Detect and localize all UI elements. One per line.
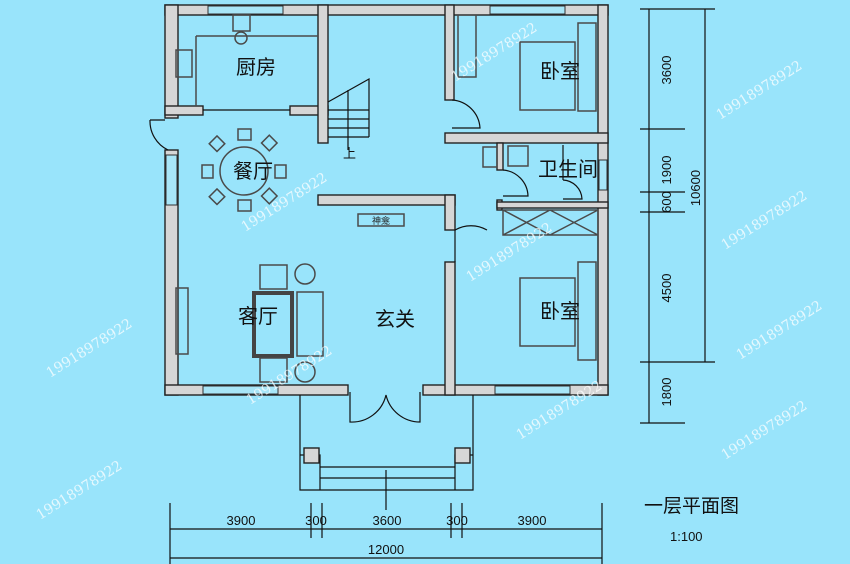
- foyer-north-wall: [317, 194, 456, 206]
- foyer-east-wall-lower: [444, 261, 456, 396]
- svg-text:19918978922: 19918978922: [719, 398, 811, 463]
- room-label-bathroom: 卫生间: [538, 157, 598, 181]
- horizontal-dimensions: 3900 300 3600 300 3900 12000: [169, 503, 603, 564]
- west-wall-upper: [164, 4, 179, 119]
- window-dining: [165, 154, 178, 206]
- bath-wall-south: [496, 201, 609, 209]
- armchair-south: [259, 357, 288, 383]
- room-label-bedroom-south: 卧室: [540, 299, 580, 323]
- drawing-scale: 1:100: [670, 529, 703, 544]
- dim-v-3: 600: [659, 191, 674, 213]
- shrine-cabinet: [357, 213, 405, 227]
- kitchen-wall-a: [164, 105, 204, 116]
- column-east: [454, 447, 471, 464]
- dim-h-4: 300: [446, 513, 468, 528]
- bed-north: [519, 41, 576, 111]
- staircase: 上: [327, 77, 370, 161]
- windows: [165, 5, 608, 395]
- svg-text:19918978922: 19918978922: [714, 58, 806, 123]
- door-main-entrance: [349, 392, 421, 423]
- watermarks: 19918978922 19918978922 19918978922 1991…: [34, 20, 826, 523]
- dining-chairs: [201, 128, 287, 212]
- dim-h-total: 12000: [368, 542, 404, 557]
- bed-south: [519, 277, 576, 347]
- stair-up-label: 上: [343, 146, 356, 161]
- corridor-wall: [444, 132, 609, 144]
- counter: [195, 35, 318, 106]
- window-bath: [598, 159, 608, 191]
- stair-wall: [317, 4, 329, 144]
- nightstands-south: [577, 261, 597, 361]
- window-living: [202, 385, 279, 395]
- shrine-label: 神龛: [372, 215, 390, 227]
- sofa: [296, 291, 324, 357]
- svg-text:19918978922: 19918978922: [719, 188, 811, 253]
- wardrobe-south: [502, 209, 599, 236]
- toilet: [507, 145, 529, 167]
- room-label-kitchen: 厨房: [236, 55, 276, 79]
- window-kitchen: [207, 5, 284, 15]
- door-shower: [562, 179, 583, 200]
- dim-v-4: 4500: [659, 274, 674, 303]
- kitchen-sink: [232, 14, 251, 32]
- room-label-foyer: 玄关: [375, 307, 415, 331]
- furniture: 神龛: [175, 14, 599, 383]
- window-bedroom-north: [489, 5, 566, 15]
- door-bedroom-north: [451, 99, 481, 129]
- dim-h-3: 3600: [373, 513, 402, 528]
- drawing-title: 一层平面图: [644, 495, 739, 517]
- dim-h-1: 3900: [227, 513, 256, 528]
- room-label-living: 客厅: [238, 304, 278, 328]
- tv-cabinet: [175, 287, 189, 355]
- wardrobe: [457, 14, 477, 78]
- porch: [299, 395, 474, 510]
- column-west: [303, 447, 320, 464]
- armchair-north: [259, 264, 288, 290]
- dining-table: [219, 146, 269, 196]
- svg-text:19918978922: 19918978922: [734, 298, 826, 363]
- bath-partition: [496, 142, 504, 171]
- dim-v-5: 1800: [659, 378, 674, 407]
- door-bedroom-south: [454, 225, 488, 262]
- svg-text:19918978922: 19918978922: [244, 343, 336, 408]
- svg-text:19918978922: 19918978922: [34, 458, 126, 523]
- vertical-dimensions: 3600 1900 600 4500 1800 10600: [640, 8, 715, 424]
- room-label-bedroom-north: 卧室: [540, 59, 580, 83]
- foyer-east-wall-upper: [444, 194, 456, 231]
- window-bedroom-south: [494, 385, 571, 395]
- svg-text:19918978922: 19918978922: [449, 20, 541, 85]
- door-bath: [502, 169, 529, 197]
- svg-text:19918978922: 19918978922: [44, 316, 136, 381]
- dim-h-2: 300: [305, 513, 327, 528]
- stove: [175, 49, 193, 78]
- svg-text:19918978922: 19918978922: [464, 220, 556, 285]
- dim-v-2: 1900: [659, 156, 674, 185]
- side-table-north: [294, 263, 316, 285]
- bedroom-west-wall: [444, 4, 455, 101]
- nightstands-north: [577, 22, 597, 112]
- door-west: [149, 119, 169, 151]
- dim-v-1: 3600: [659, 56, 674, 85]
- doors: [149, 99, 583, 423]
- room-label-dining: 餐厅: [233, 159, 273, 183]
- dim-v-total: 10600: [688, 170, 703, 206]
- east-wall: [597, 4, 609, 396]
- dim-h-5: 3900: [518, 513, 547, 528]
- coffee-table-rug: [252, 291, 294, 358]
- side-table-south: [294, 361, 316, 383]
- wash-basin: [482, 146, 498, 168]
